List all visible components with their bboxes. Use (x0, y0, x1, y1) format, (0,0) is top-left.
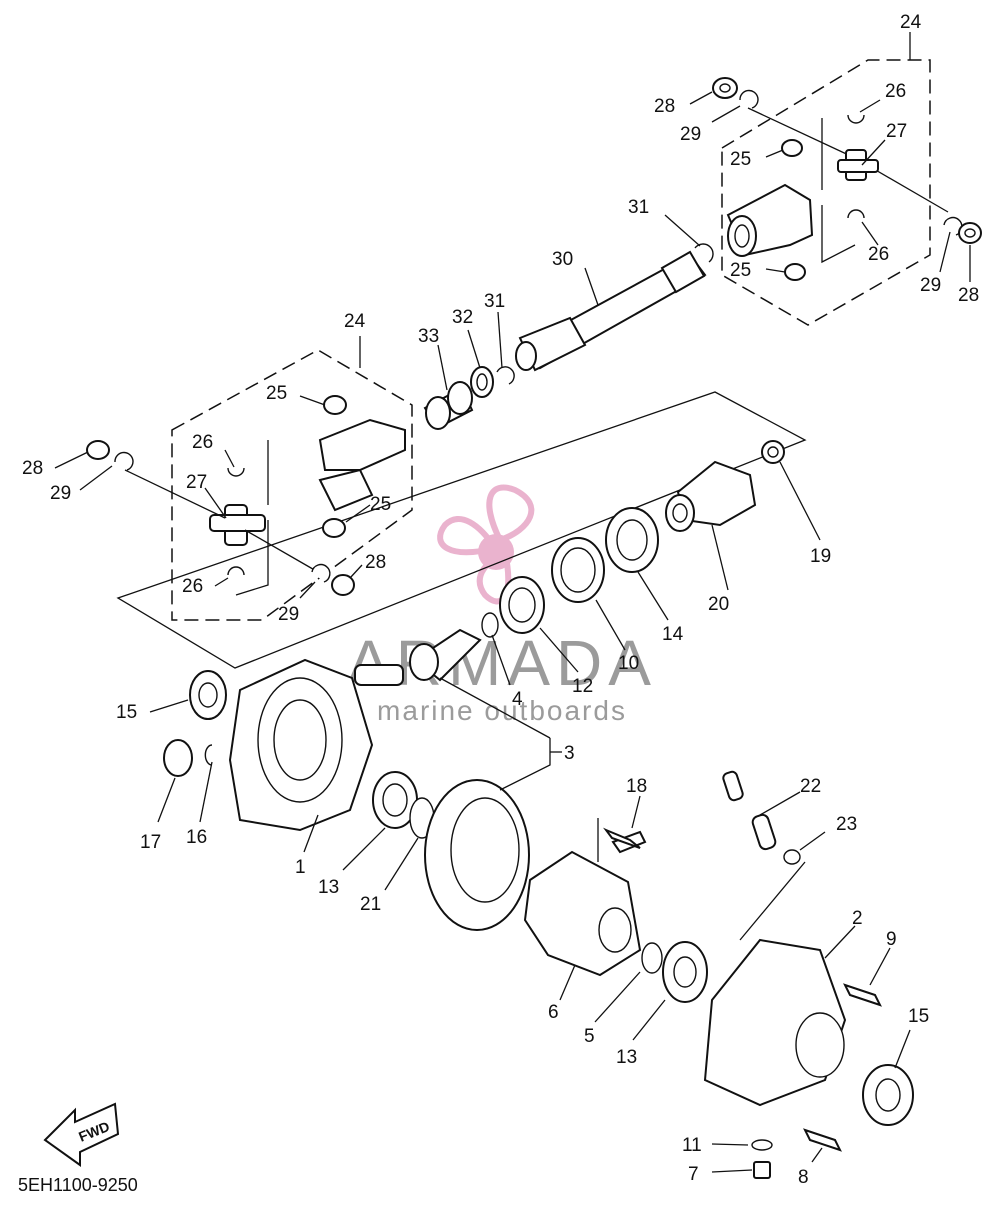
lower-joint-group-box (171, 349, 413, 621)
callout: 1 (295, 857, 306, 878)
gear-case-cover (163, 658, 435, 839)
callout: 16 (186, 827, 207, 848)
callout: 6 (548, 1002, 559, 1023)
callout: 29 (50, 483, 71, 504)
callout: 25 (730, 149, 751, 170)
callout: 26 (868, 244, 889, 265)
callout: 26 (182, 576, 203, 597)
callout: 29 (920, 275, 941, 296)
callout: 17 (140, 832, 161, 853)
callout: 30 (552, 249, 573, 270)
callout: 26 (192, 432, 213, 453)
callout: 19 (810, 546, 831, 567)
diagram-code: 5EH1100-9250 (18, 1175, 138, 1195)
gear-group-outline (116, 391, 807, 669)
differential-assembly (523, 830, 708, 1003)
callout: 2 (852, 908, 863, 929)
drive-shaft (423, 243, 714, 430)
callout: 28 (654, 96, 675, 117)
callout: 8 (798, 1167, 809, 1188)
armada-logo: ARMADA marine outboards (347, 484, 657, 726)
leader-lines (54, 32, 971, 1173)
callout: 27 (186, 472, 207, 493)
brand-tagline: marine outboards (377, 695, 627, 726)
callout: 24 (900, 12, 922, 33)
callout: 23 (836, 814, 857, 835)
upper-universal-joint (712, 77, 982, 281)
lower-universal-joint (86, 395, 406, 596)
callout: 29 (680, 124, 701, 145)
callout: 5 (584, 1026, 595, 1047)
forward-arrow-icon: FWD (43, 1102, 120, 1167)
callout: 25 (730, 260, 751, 281)
callout: 12 (572, 676, 593, 697)
callout: 32 (452, 307, 473, 328)
callout: 29 (278, 604, 299, 625)
callout: 11 (682, 1135, 702, 1156)
callout: 9 (886, 929, 897, 950)
callout: 7 (688, 1164, 699, 1185)
brand-name: ARMADA (347, 627, 657, 699)
callout: 13 (616, 1047, 637, 1068)
callout: 15 (908, 1006, 929, 1027)
callout: 28 (365, 552, 386, 573)
callout: 33 (418, 326, 439, 347)
callout: 24 (344, 311, 366, 332)
ring-gear (424, 779, 530, 931)
callout: 10 (618, 653, 639, 674)
callout: 4 (512, 689, 523, 710)
callout: 15 (116, 702, 137, 723)
pinion-gear (409, 628, 482, 682)
callout-labels: 24 26 28 27 29 25 25 26 29 28 31 30 24 3… (22, 12, 979, 1188)
gear-case-housing (603, 770, 914, 1179)
callout: 14 (662, 624, 684, 645)
callout: 31 (484, 291, 505, 312)
callout: 27 (886, 121, 907, 142)
upper-joint-group-box (721, 59, 931, 326)
callout: 25 (266, 383, 287, 404)
callout: 26 (885, 81, 906, 102)
callout: 28 (958, 285, 979, 306)
bearing-stack (481, 440, 785, 638)
callout: 13 (318, 877, 339, 898)
callout: 28 (22, 458, 43, 479)
callout: 3 (564, 743, 575, 764)
callout: 21 (360, 894, 381, 915)
callout: 18 (626, 776, 647, 797)
callout: 20 (708, 594, 729, 615)
callout: 31 (628, 197, 649, 218)
callout: 22 (800, 776, 821, 797)
callout: 25 (370, 494, 391, 515)
